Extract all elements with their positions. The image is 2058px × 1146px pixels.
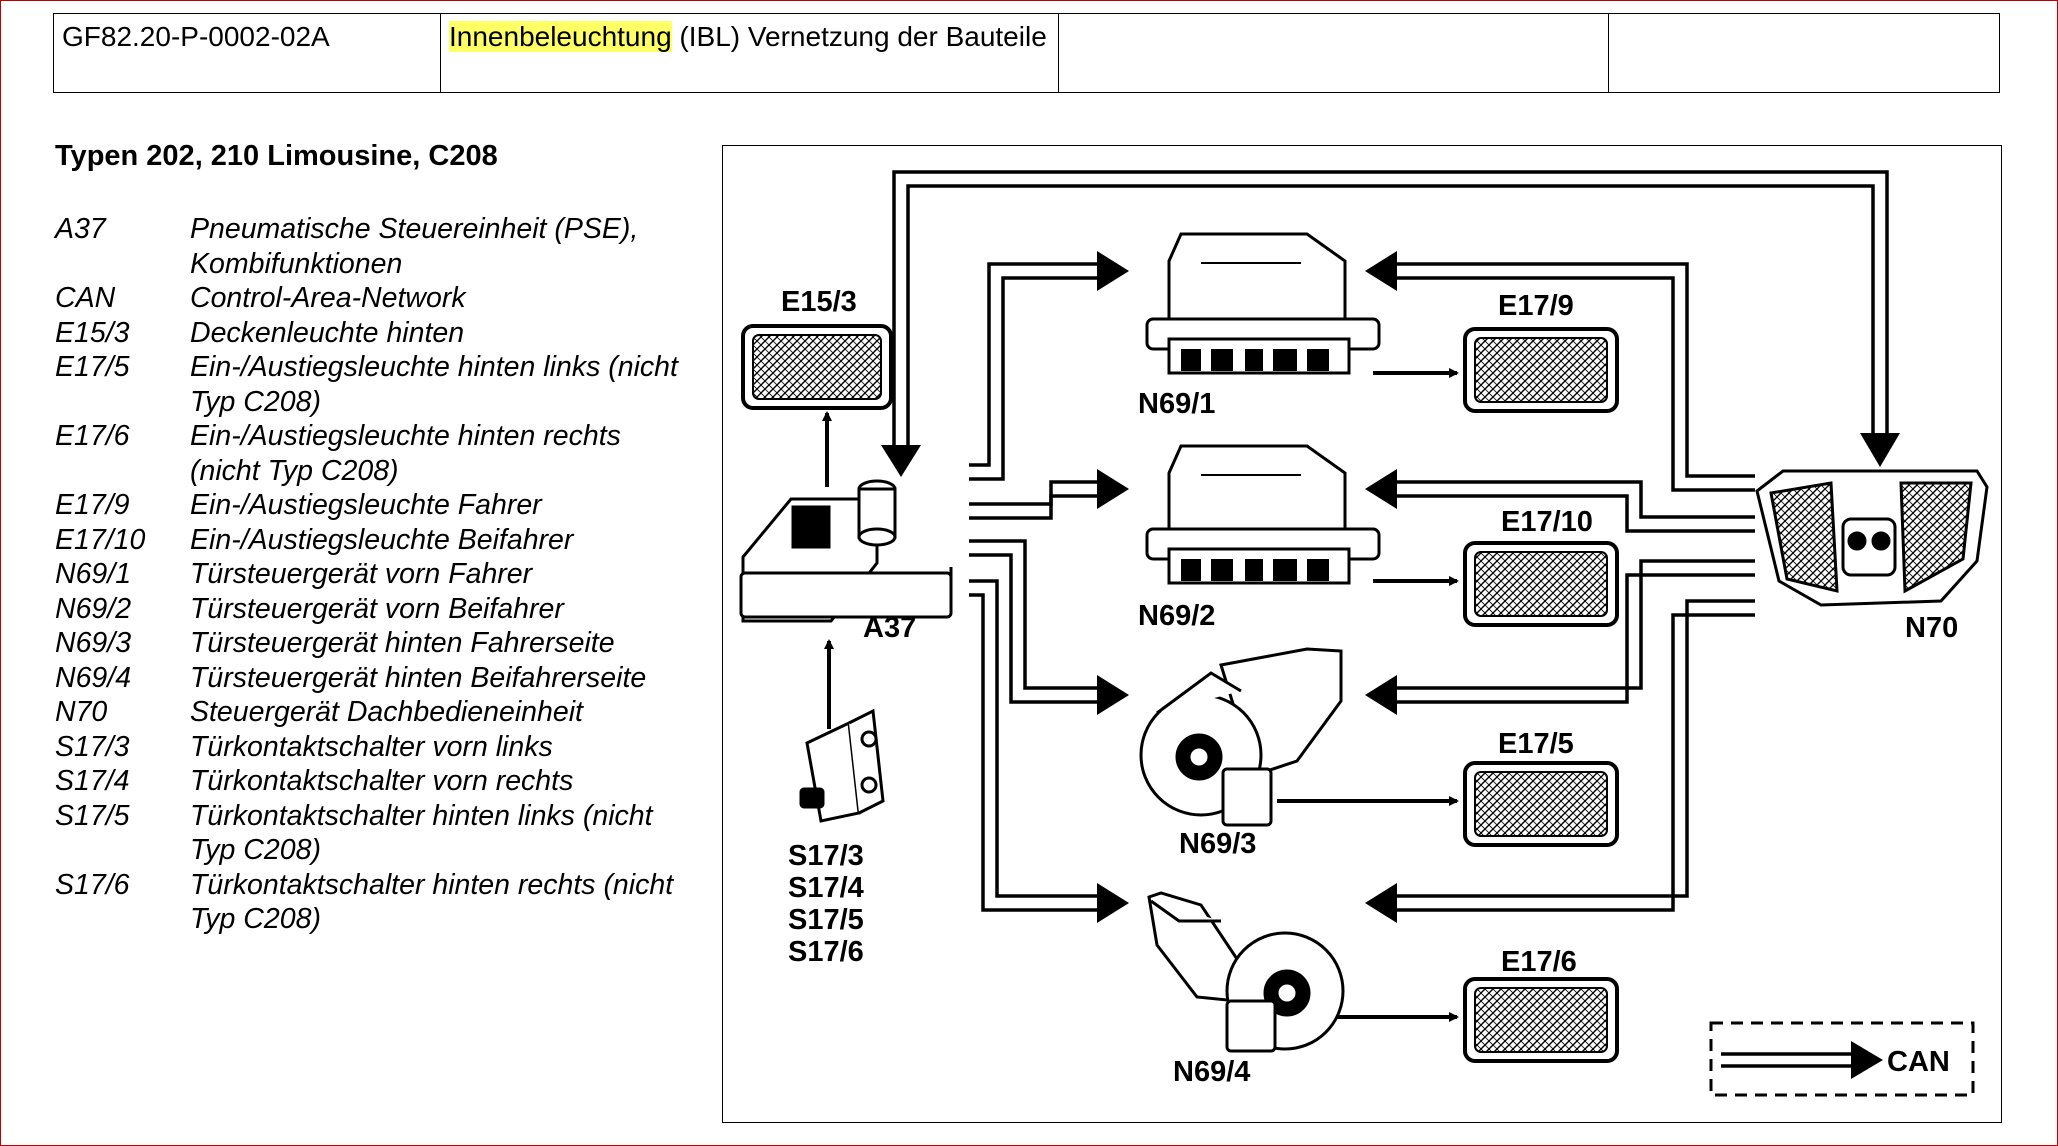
legend-code: S17/3 [55, 730, 130, 763]
label-n69-2: N69/2 [1138, 600, 1215, 632]
legend-row: N69/1 Türsteuergerät vorn Fahrer [55, 557, 695, 592]
pneumatic-control-unit-a37-icon [739, 479, 953, 623]
legend-desc: Türsteuergerät hinten Beifahrerseite [190, 661, 647, 694]
door-module-n69-4-icon [1147, 891, 1345, 1053]
legend-code: A37 [55, 213, 106, 245]
label-e17-6: E17/6 [1501, 946, 1577, 978]
legend-row: S17/4 Türkontaktschalter vorn rechts [55, 764, 695, 799]
legend-desc: Türkontaktschalter vorn links [190, 730, 553, 763]
legend-desc: Türkontaktschalter hinten links (nicht T… [190, 799, 653, 867]
lamp-e17-5-icon [1463, 761, 1619, 847]
legend-code: S17/6 [55, 868, 130, 901]
legend-desc: Ein-/Austiegsleuchte hinten rechts (nich… [190, 420, 621, 487]
legend-row: E17/10 Ein-/Austiegsleuchte Beifahrer [55, 523, 695, 558]
legend-code: S17/4 [55, 765, 130, 797]
legend-row: E17/5 Ein-/Austiegsleuchte hinten links (… [55, 350, 695, 419]
document-header-table: GF82.20-P-0002-02A Innenbeleuchtung (IBL… [53, 13, 2000, 93]
title-rest: (IBL) Vernetzung der Bauteile [671, 21, 1047, 52]
legend-code: CAN [55, 282, 116, 314]
legend-desc: Ein-/Austiegsleuchte Beifahrer [190, 523, 574, 556]
legend-desc: Türkontaktschalter vorn rechts [190, 765, 574, 797]
label-n70: N70 [1905, 612, 1958, 644]
header-empty-cell-2 [1608, 13, 2000, 93]
legend-code: E17/10 [55, 523, 146, 556]
door-module-n69-2-icon [1145, 444, 1381, 585]
lamp-e15-3-icon [741, 324, 893, 410]
lamp-e17-6-icon [1463, 977, 1619, 1063]
label-e17-5: E17/5 [1498, 728, 1574, 760]
legend-desc: Türkontaktschalter hinten rechts (nicht … [190, 868, 674, 936]
label-e15-3: E15/3 [781, 286, 857, 318]
label-s17-5: S17/5 [788, 904, 864, 936]
legend-desc: Control-Area-Network [190, 282, 466, 314]
can-bus-lines [892, 170, 1889, 912]
roof-control-unit-n70-icon [1755, 469, 1989, 607]
lamp-e17-10-icon [1463, 541, 1619, 627]
label-a37: A37 [863, 612, 916, 644]
label-s17-3: S17/3 [788, 840, 864, 872]
legend-code: E17/6 [55, 420, 130, 452]
vehicle-types-heading: Typen 202, 210 Limousine, C208 [55, 140, 498, 172]
legend-row: N69/3 Türsteuergerät hinten Fahrerseite [55, 626, 695, 661]
header-empty-cell-1 [1058, 13, 1609, 93]
legend-row: E17/6 Ein-/Austiegsleuchte hinten rechts … [55, 419, 695, 488]
legend-desc: Ein-/Austiegsleuchte hinten links (nicht… [190, 351, 678, 418]
label-e17-10: E17/10 [1501, 506, 1593, 538]
legend-desc: Steuergerät Dachbedieneinheit [190, 696, 583, 728]
legend-row: A37 Pneumatische Steuereinheit (PSE), Kom… [55, 212, 695, 281]
label-can: CAN [1887, 1046, 1950, 1078]
legend-code: S17/5 [55, 799, 130, 832]
legend-row: E15/3 Deckenleuchte hinten [55, 316, 695, 351]
title-highlight: Innenbeleuchtung [449, 21, 672, 52]
component-legend: A37 Pneumatische Steuereinheit (PSE), Kom… [55, 212, 695, 937]
door-contact-switch-s17-icon [799, 708, 885, 823]
legend-code: E17/5 [55, 351, 130, 383]
door-module-n69-3-icon [1139, 647, 1343, 827]
legend-row: S17/6 Türkontaktschalter hinten rechts (n… [55, 868, 695, 937]
label-n69-1: N69/1 [1138, 388, 1215, 420]
label-s17-6: S17/6 [788, 936, 864, 968]
legend-row: N69/4 Türsteuergerät hinten Beifahrerseit… [55, 661, 695, 696]
legend-code: N69/3 [55, 627, 132, 659]
legend-row: S17/3 Türkontaktschalter vorn links [55, 730, 695, 765]
legend-desc: Deckenleuchte hinten [190, 316, 465, 349]
legend-desc: Ein-/Austiegsleuchte Fahrer [190, 489, 542, 521]
can-legend-box [1709, 1021, 1975, 1097]
network-diagram: E15/3 A37 S17/3 S17/4 S17/5 S17/6 N69/1 … [722, 145, 2002, 1123]
legend-row: S17/5 Türkontaktschalter hinten links (ni… [55, 799, 695, 868]
legend-desc: Türsteuergerät vorn Fahrer [190, 558, 533, 590]
legend-code: E17/9 [55, 489, 130, 521]
legend-desc: Pneumatische Steuereinheit (PSE), Kombif… [190, 213, 639, 280]
label-n69-3: N69/3 [1179, 828, 1256, 860]
legend-desc: Türsteuergerät vorn Beifahrer [190, 592, 564, 625]
legend-row: N70 Steuergerät Dachbedieneinheit [55, 695, 695, 730]
label-n69-4: N69/4 [1173, 1056, 1250, 1088]
legend-code: E15/3 [55, 316, 130, 349]
legend-code: N69/4 [55, 661, 132, 694]
signal-arrows [822, 368, 1459, 1022]
legend-code: N69/2 [55, 592, 132, 625]
document-title: Innenbeleuchtung (IBL) Vernetzung der Ba… [440, 13, 1059, 93]
legend-row: N69/2 Türsteuergerät vorn Beifahrer [55, 592, 695, 627]
legend-code: N69/1 [55, 558, 132, 590]
can-arrowheads [881, 251, 1900, 923]
legend-row: E17/9 Ein-/Austiegsleuchte Fahrer [55, 488, 695, 523]
legend-desc: Türsteuergerät hinten Fahrerseite [190, 627, 615, 659]
legend-row: CAN Control-Area-Network [55, 281, 695, 316]
door-module-n69-1-icon [1145, 232, 1381, 375]
lamp-e17-9-icon [1463, 327, 1619, 413]
label-s17-4: S17/4 [788, 872, 864, 904]
document-id: GF82.20-P-0002-02A [53, 13, 441, 93]
label-e17-9: E17/9 [1498, 290, 1574, 322]
legend-code: N70 [55, 696, 108, 728]
